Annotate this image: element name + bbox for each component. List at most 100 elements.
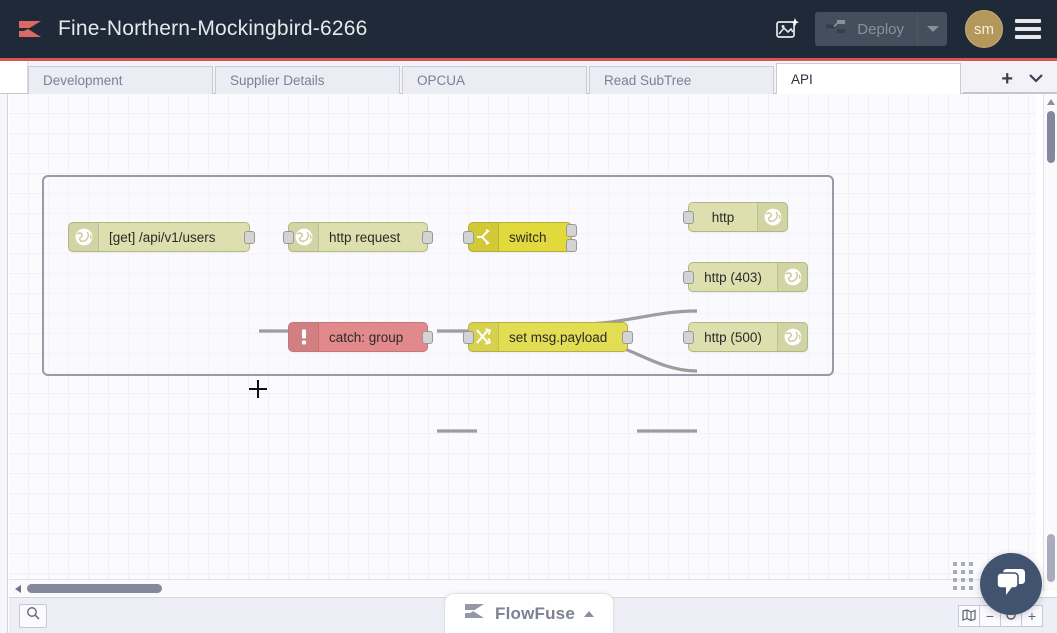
- deploy-bars-icon: [826, 19, 848, 40]
- canvas-horizontal-scrollbar[interactable]: [9, 579, 1036, 596]
- grip-dot: [961, 562, 965, 566]
- scroll-left-arrow-icon[interactable]: [15, 585, 21, 593]
- node-output-port[interactable]: [566, 224, 577, 237]
- scroll-up-arrow-icon[interactable]: [1047, 99, 1055, 105]
- change-icon: [469, 323, 499, 351]
- node-input-port[interactable]: [283, 231, 294, 244]
- hamburger-bar: [1015, 19, 1041, 23]
- node-input-port[interactable]: [683, 331, 694, 344]
- search-input[interactable]: [19, 603, 47, 628]
- flowfuse-panel-toggle[interactable]: FlowFuse: [444, 593, 614, 633]
- vertical-scroll-thumb[interactable]: [1047, 111, 1055, 163]
- globe-icon: [69, 223, 99, 251]
- switch-icon: [469, 223, 499, 251]
- node-http-resp-500[interactable]: http (500): [683, 322, 808, 352]
- node-catch-group[interactable]: catch: group: [288, 322, 433, 352]
- node-label: catch: group: [329, 329, 404, 345]
- flow-canvas[interactable]: [get] /api/v1/users http request switch htt…: [9, 94, 1036, 591]
- chevron-up-icon: [584, 610, 594, 617]
- node-http-resp-200[interactable]: http: [683, 202, 788, 232]
- tab-supplier-details[interactable]: Supplier Details: [215, 66, 400, 94]
- grip-dot: [969, 586, 973, 590]
- node-input-port[interactable]: [463, 331, 474, 344]
- node-output-port[interactable]: [622, 331, 633, 344]
- node-output-port[interactable]: [566, 239, 577, 252]
- node-label: switch: [509, 229, 547, 245]
- deploy-main[interactable]: Deploy: [815, 12, 917, 46]
- node-output-port[interactable]: [422, 231, 433, 244]
- globe-icon: [289, 223, 319, 251]
- tab-label: Read SubTree: [604, 73, 692, 88]
- flow-tab-bar: Development Supplier Details OPCUA Read Sub…: [0, 61, 1057, 94]
- chevron-down-icon: [926, 26, 939, 32]
- grip-dot: [969, 562, 973, 566]
- navigator-button[interactable]: [958, 604, 980, 627]
- node-http-resp-403[interactable]: http (403): [683, 262, 808, 292]
- node-label: http (500): [704, 329, 762, 345]
- node-http-in[interactable]: [get] /api/v1/users: [68, 222, 255, 252]
- project-title: Fine-Northern-Mockingbird-6266: [58, 17, 368, 40]
- node-switch[interactable]: switch: [463, 222, 577, 252]
- workspace-left-rail: [0, 94, 8, 633]
- grip-dot: [953, 570, 957, 574]
- node-input-port[interactable]: [683, 211, 694, 224]
- deploy-label: Deploy: [857, 20, 904, 38]
- node-label: http: [711, 209, 735, 225]
- avatar[interactable]: sm: [965, 10, 1003, 48]
- tab-label: API: [791, 71, 813, 87]
- node-label: set msg.payload: [509, 329, 608, 345]
- hamburger-bar: [1015, 35, 1041, 39]
- tab-api[interactable]: API: [776, 63, 961, 94]
- flowfuse-label: FlowFuse: [495, 603, 575, 623]
- node-output-port[interactable]: [422, 331, 433, 344]
- flow-list-button[interactable]: [1029, 70, 1043, 88]
- grip-dot: [961, 570, 965, 574]
- canvas-vertical-scrollbar[interactable]: [1043, 94, 1057, 591]
- image-sparkle-icon[interactable]: [767, 9, 807, 49]
- tab-bar-left-pad: [0, 61, 28, 93]
- chat-bubble-button[interactable]: [980, 553, 1042, 615]
- grip-dot: [961, 578, 965, 582]
- app-header: Fine-Northern-Mockingbird-6266: [0, 0, 1057, 61]
- node-input-port[interactable]: [463, 231, 474, 244]
- horizontal-scroll-thumb[interactable]: [27, 584, 162, 593]
- globe-icon: [757, 203, 787, 231]
- hamburger-bar: [1015, 27, 1041, 31]
- deploy-dropdown-button[interactable]: [917, 12, 947, 46]
- node-set-payload[interactable]: set msg.payload: [463, 322, 633, 352]
- workspace: [get] /api/v1/users http request switch htt…: [0, 94, 1057, 633]
- tab-read-subtree[interactable]: Read SubTree: [589, 66, 774, 94]
- search-icon: [26, 606, 40, 625]
- globe-icon: [777, 263, 807, 291]
- node-input-port[interactable]: [683, 271, 694, 284]
- grip-dot: [969, 578, 973, 582]
- tab-list: Development Supplier Details OPCUA Read Sub…: [28, 62, 963, 94]
- add-flow-button[interactable]: +: [1001, 67, 1013, 90]
- canvas-cursor-crosshair: [249, 380, 267, 398]
- grip-dot: [953, 586, 957, 590]
- node-http-request[interactable]: http request: [283, 222, 433, 252]
- grip-dot: [953, 562, 957, 566]
- deploy-button[interactable]: Deploy: [815, 12, 947, 46]
- hamburger-menu-icon[interactable]: [1015, 19, 1041, 39]
- chat-bubble-icon: [994, 566, 1028, 603]
- flowfuse-logo-icon: [464, 601, 486, 626]
- tab-label: Development: [43, 73, 123, 88]
- resize-grip-icon[interactable]: [953, 562, 973, 590]
- globe-icon: [777, 323, 807, 351]
- vertical-scroll-thumb-secondary[interactable]: [1047, 534, 1055, 582]
- node-output-port[interactable]: [244, 231, 255, 244]
- tab-label: Supplier Details: [230, 73, 325, 88]
- node-label: http request: [329, 229, 401, 245]
- grip-dot: [969, 570, 973, 574]
- tab-label: OPCUA: [417, 73, 466, 88]
- node-label: [get] /api/v1/users: [109, 229, 216, 245]
- node-label: http (403): [704, 269, 762, 285]
- tab-development[interactable]: Development: [28, 66, 213, 94]
- tab-opcua[interactable]: OPCUA: [402, 66, 587, 94]
- flowfuse-logo-icon: [16, 15, 44, 43]
- grip-dot: [953, 578, 957, 582]
- map-navigator-icon: [962, 608, 976, 624]
- grip-dot: [961, 586, 965, 590]
